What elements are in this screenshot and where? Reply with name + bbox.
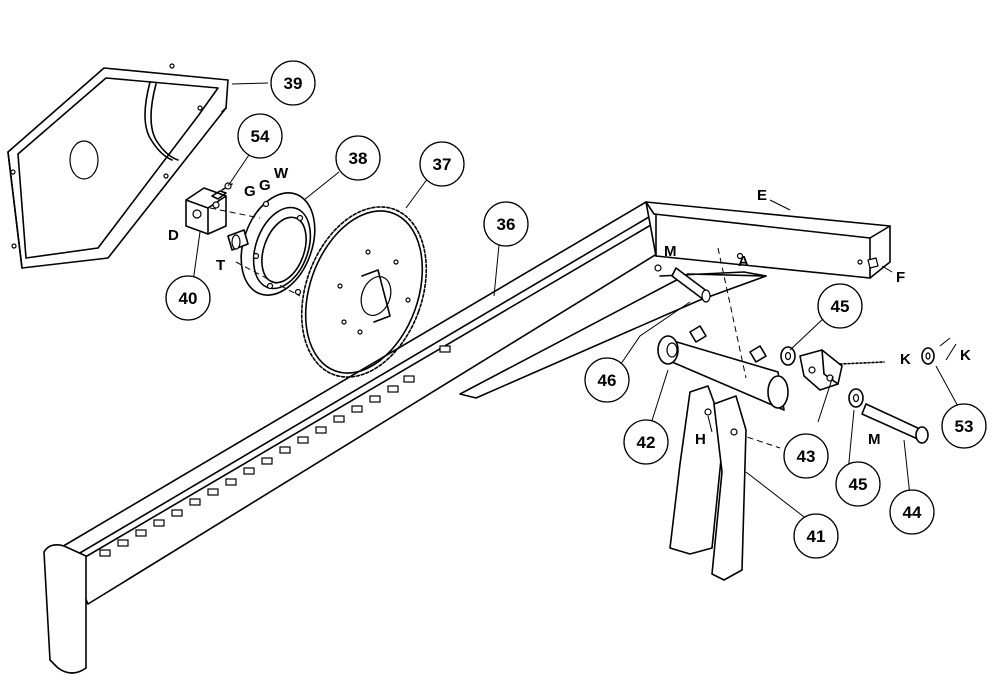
- svg-text:39: 39: [284, 74, 303, 93]
- label-k-right: K: [960, 347, 971, 364]
- sprocket: [300, 206, 428, 378]
- callout-41: 41: [793, 513, 839, 559]
- label-d: D: [168, 227, 179, 244]
- svg-text:54: 54: [251, 127, 270, 146]
- svg-text:43: 43: [797, 447, 816, 466]
- label-e: E: [757, 187, 767, 204]
- svg-text:46: 46: [598, 371, 617, 390]
- clevis-bracket: [799, 349, 885, 391]
- callout-38: 38: [335, 135, 381, 181]
- axis-line-lower: [235, 261, 301, 297]
- hydraulic-cylinder: [657, 325, 789, 411]
- callout-54: 54: [237, 113, 283, 159]
- callout-44: 44: [889, 489, 935, 535]
- svg-text:42: 42: [637, 433, 656, 452]
- svg-text:37: 37: [433, 155, 452, 174]
- lock-nut: [921, 347, 935, 365]
- label-t: T: [216, 257, 225, 274]
- callout-42: 42: [623, 419, 669, 465]
- washers: [780, 346, 864, 408]
- main-arm: [43, 201, 891, 674]
- chain-guard-housing: [7, 63, 229, 269]
- label-g-first: G: [244, 183, 256, 200]
- leader-lines: [192, 82, 961, 521]
- mounting-plates: [669, 385, 747, 581]
- svg-text:41: 41: [807, 527, 826, 546]
- callout-53: 53: [941, 403, 987, 449]
- bearing-block: [185, 187, 227, 235]
- hub-flange: [227, 192, 316, 296]
- axis-line-upper: [209, 207, 261, 219]
- svg-text:53: 53: [955, 417, 974, 436]
- callout-45-upper: 45: [817, 283, 863, 329]
- pivot-pin: [671, 267, 711, 303]
- callout-39: 39: [270, 60, 316, 106]
- callout-45-lower: 45: [835, 461, 881, 507]
- svg-text:45: 45: [849, 475, 868, 494]
- label-m-upper: M: [664, 243, 677, 260]
- callout-36: 36: [483, 201, 529, 247]
- callout-40: 40: [165, 275, 211, 321]
- label-f: F: [896, 269, 905, 286]
- label-h: H: [695, 431, 706, 448]
- mount-line-a: [717, 247, 747, 379]
- mount-line-b: [737, 433, 781, 449]
- label-k-left: K: [900, 351, 911, 368]
- callout-43: 43: [783, 433, 829, 479]
- adjustment-slots: [99, 345, 451, 557]
- callout-46: 46: [584, 357, 630, 403]
- set-screw: [221, 182, 233, 191]
- svg-text:38: 38: [349, 149, 368, 168]
- svg-text:36: 36: [497, 215, 516, 234]
- svg-text:45: 45: [831, 297, 850, 316]
- label-g-second: G: [259, 177, 271, 194]
- label-m-lower: M: [868, 431, 881, 448]
- callout-37: 37: [419, 141, 465, 187]
- label-a: A: [738, 253, 749, 270]
- clevis-pin: [861, 403, 929, 444]
- svg-text:40: 40: [179, 289, 198, 308]
- label-w: W: [274, 165, 289, 182]
- svg-text:44: 44: [903, 503, 922, 522]
